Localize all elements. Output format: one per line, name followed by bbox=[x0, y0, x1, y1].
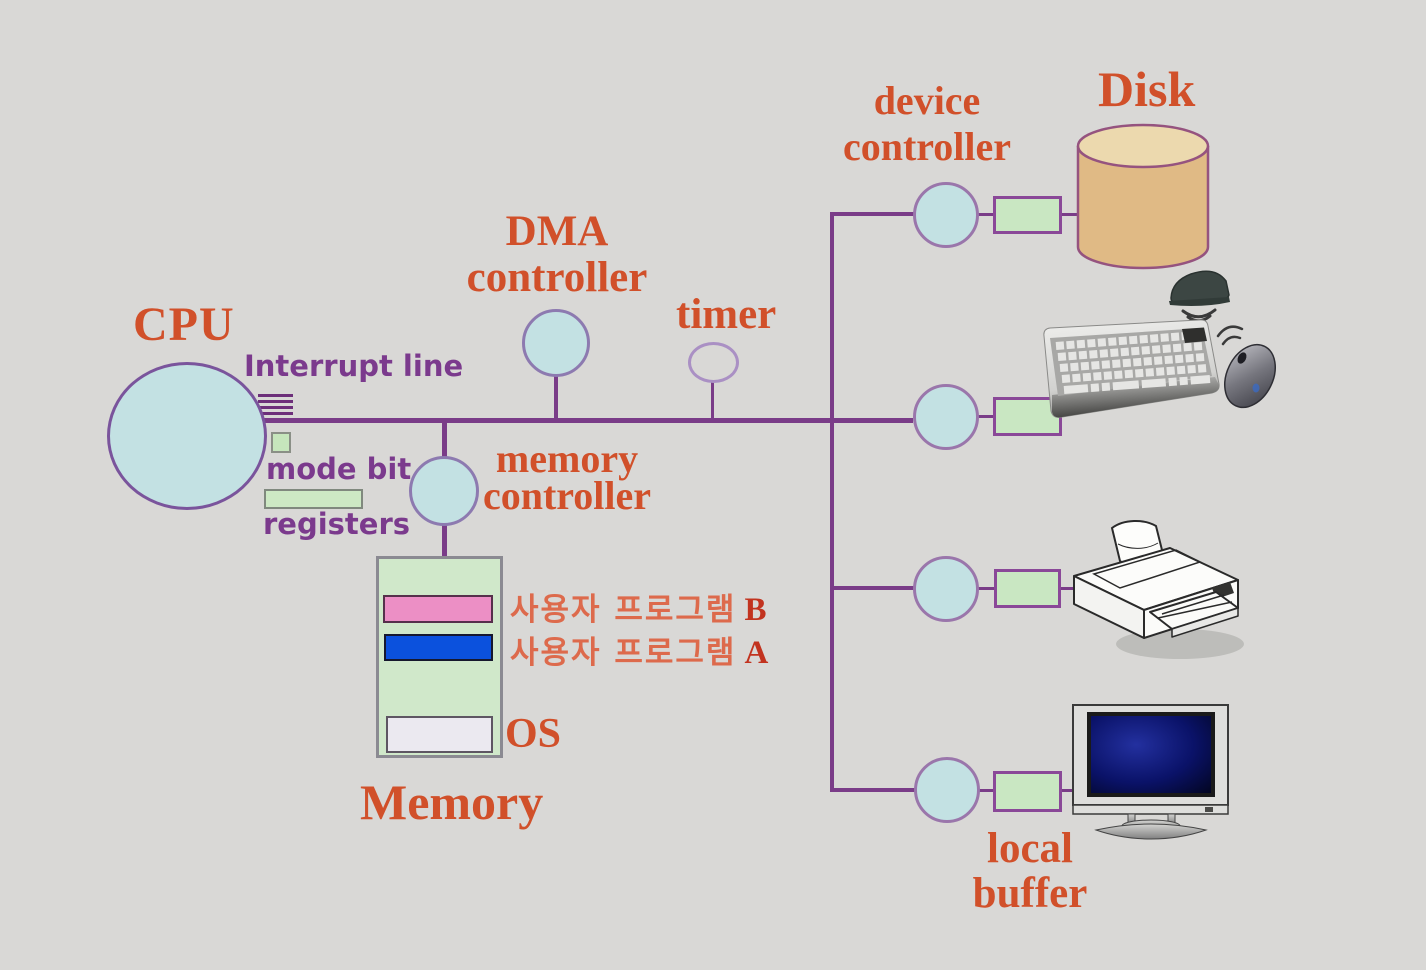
os-label: OS bbox=[505, 711, 562, 757]
os-bar bbox=[386, 716, 493, 753]
memory-controller-label-line1: memory bbox=[495, 436, 639, 481]
program-b-letter: B bbox=[744, 592, 767, 628]
interrupt-lines-icon bbox=[258, 406, 293, 409]
mouse-icon bbox=[1212, 318, 1284, 413]
dma-controller-label-line1: DMA bbox=[505, 208, 609, 255]
disk-row-line bbox=[1060, 213, 1078, 216]
dma-controller-label: DMA controller bbox=[452, 209, 662, 301]
disk-icon bbox=[1076, 123, 1210, 273]
program-b-bar bbox=[383, 595, 493, 623]
monitor-icon bbox=[1070, 700, 1234, 842]
keyboard-icon bbox=[1032, 316, 1224, 424]
mode-bit-label: mode bit bbox=[266, 452, 412, 486]
device-controller-circle-monitor bbox=[914, 757, 980, 823]
memory-controller-stem-lower bbox=[442, 524, 447, 557]
monitor-row-line bbox=[832, 788, 915, 792]
printer-icon bbox=[1066, 516, 1251, 666]
device-controller-label-line2: controller bbox=[842, 124, 1012, 169]
timer-ellipse bbox=[688, 342, 739, 383]
memory-label: Memory bbox=[360, 774, 544, 830]
monitor-row-line bbox=[1060, 789, 1077, 792]
local-buffer-box-monitor bbox=[993, 771, 1062, 812]
registers-label: registers bbox=[263, 507, 411, 541]
memory-controller-label: memory controller bbox=[469, 436, 665, 518]
local-buffer-box-disk bbox=[993, 196, 1062, 234]
device-controller-label: device controller bbox=[828, 78, 1026, 170]
timer-label: timer bbox=[676, 291, 777, 338]
program-a-letter: A bbox=[744, 635, 769, 671]
keyboard-row-line bbox=[977, 415, 995, 418]
registers-bar bbox=[264, 489, 363, 509]
printer-row-line bbox=[832, 586, 915, 590]
device-bus bbox=[830, 212, 834, 792]
interrupt-lines-icon bbox=[258, 394, 293, 397]
cpu-circle bbox=[107, 362, 267, 510]
monitor-row-line bbox=[978, 789, 995, 792]
disk-label: Disk bbox=[1098, 61, 1196, 117]
dma-controller-circle bbox=[522, 309, 590, 377]
dma-controller-label-line2: controller bbox=[466, 254, 648, 301]
disk-row-line bbox=[977, 213, 995, 216]
cpu-label: CPU bbox=[133, 298, 235, 351]
local-buffer-label-line2: buffer bbox=[972, 870, 1088, 917]
local-buffer-label: local buffer bbox=[936, 826, 1124, 916]
printer-row-line bbox=[977, 587, 996, 590]
device-controller-circle-keyboard bbox=[913, 384, 979, 450]
disk-row-line bbox=[832, 212, 915, 216]
program-a-bar bbox=[384, 634, 493, 661]
device-controller-label-line1: device bbox=[873, 78, 981, 123]
mode-bit-square bbox=[271, 432, 291, 453]
local-buffer-box-printer bbox=[994, 569, 1061, 608]
interrupt-line-label: Interrupt line bbox=[244, 349, 464, 383]
memory-controller-circle bbox=[409, 456, 479, 526]
program-b-text: 사용자 프로그램 bbox=[510, 592, 737, 628]
interrupt-lines-icon bbox=[258, 412, 293, 415]
dma-bus-stem bbox=[554, 376, 558, 420]
interrupt-lines-icon bbox=[258, 400, 293, 403]
printer-row-line bbox=[1059, 587, 1081, 590]
program-a-text: 사용자 프로그램 bbox=[510, 635, 737, 671]
device-controller-circle-printer bbox=[913, 556, 979, 622]
system-bus bbox=[258, 418, 913, 423]
local-buffer-label-line1: local bbox=[987, 825, 1073, 872]
memory-controller-label-line2: controller bbox=[482, 473, 652, 518]
device-controller-circle-disk bbox=[913, 182, 979, 248]
memory-controller-stem-upper bbox=[442, 421, 447, 458]
timer-bus-stem bbox=[711, 381, 714, 420]
